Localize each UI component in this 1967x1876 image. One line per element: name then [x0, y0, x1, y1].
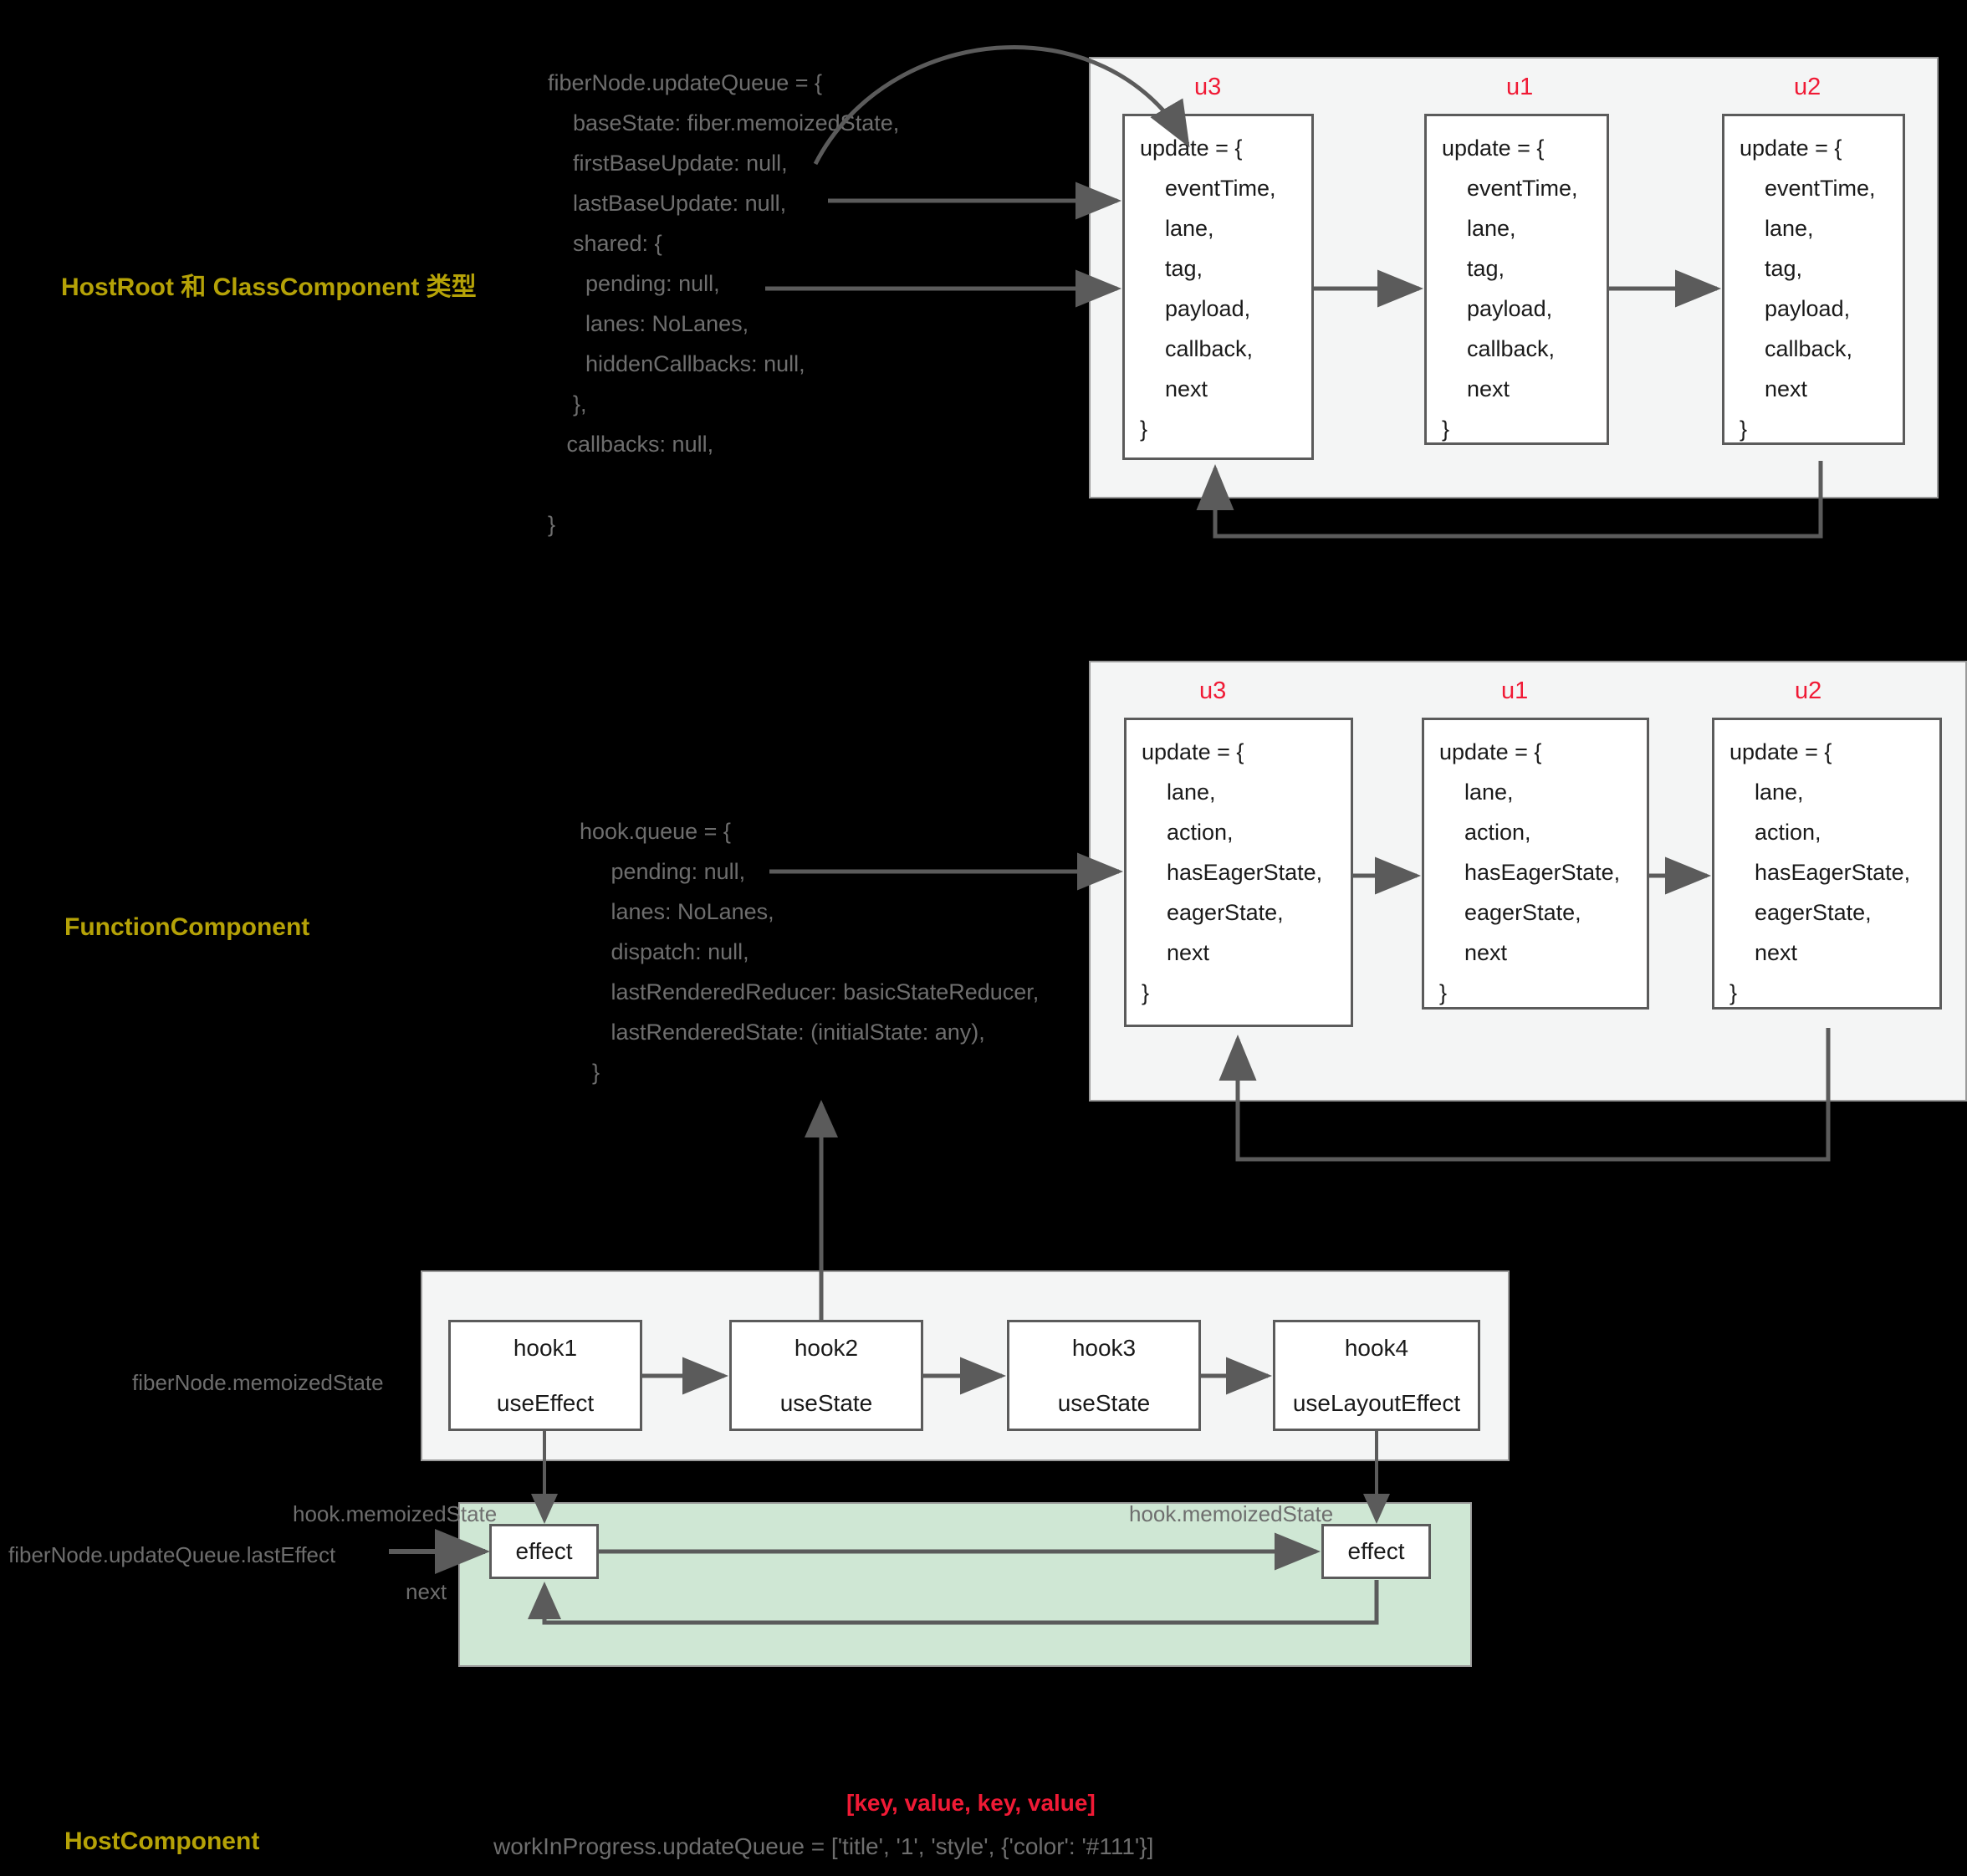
update-box-u3-hook[interactable]: update = { lane, action, hasEagerState, …: [1124, 718, 1353, 1027]
update-tag-u1-hook: u1: [1501, 677, 1529, 704]
hook-box-1-type: useEffect: [496, 1389, 595, 1416]
effect-box-1[interactable]: effect: [489, 1524, 599, 1579]
effect-box-2[interactable]: effect: [1321, 1524, 1431, 1579]
code-hook-queue: hook.queue = { pending: null, lanes: NoL…: [580, 819, 1040, 1085]
update-box-u1-hook[interactable]: update = { lane, action, hasEagerState, …: [1422, 718, 1649, 1010]
hook-box-3[interactable]: hook3 useState: [1007, 1320, 1201, 1431]
update-box-u1-class[interactable]: update = { eventTime, lane, tag, payload…: [1424, 114, 1609, 445]
section-label-hostcomponent: HostComponent: [64, 1827, 260, 1855]
annotation-hook-memoizedstate-right: hook.memoizedState: [1129, 1501, 1334, 1526]
annotation-hook-memoizedstate-left: hook.memoizedState: [293, 1501, 498, 1526]
update-tag-u2-hook: u2: [1795, 677, 1822, 704]
code-fiber-update-queue: fiberNode.updateQueue = { baseState: fib…: [548, 70, 900, 537]
update-tag-u3-class: u3: [1194, 74, 1222, 100]
update-tag-u3-hook: u3: [1199, 677, 1227, 704]
hook-box-2-type: useState: [779, 1389, 873, 1416]
section-label-functioncomponent: FunctionComponent: [64, 913, 310, 941]
annotation-fibernode-memoizedstate: fiberNode.memoizedState: [132, 1370, 384, 1395]
host-updatequeue-text: workInProgress.updateQueue = ['title', '…: [493, 1833, 1154, 1859]
update-box-u2-hook[interactable]: update = { lane, action, hasEagerState, …: [1712, 718, 1942, 1010]
update-box-u3-class[interactable]: update = { eventTime, lane, tag, payload…: [1122, 114, 1314, 460]
hook-box-1[interactable]: hook1 useEffect: [448, 1320, 642, 1431]
section-label-hostroot: HostRoot 和 ClassComponent 类型: [61, 273, 477, 301]
update-tag-u1-class: u1: [1506, 74, 1534, 100]
hook-box-2[interactable]: hook2 useState: [729, 1320, 923, 1431]
hook-box-4-type: useLayoutEffect: [1292, 1389, 1461, 1416]
hook-box-2-name: hook2: [794, 1334, 859, 1361]
hook-box-3-name: hook3: [1071, 1334, 1137, 1361]
annotation-fibernode-lasteffect: fiberNode.updateQueue.lastEffect: [8, 1542, 336, 1567]
update-tag-u2-class: u2: [1794, 74, 1821, 100]
hook-box-4-name: hook4: [1344, 1334, 1409, 1361]
update-box-u2-class[interactable]: update = { eventTime, lane, tag, payload…: [1722, 114, 1905, 445]
host-key-value-text: [key, value, key, value]: [846, 1790, 1096, 1816]
hook-box-3-type: useState: [1057, 1389, 1151, 1416]
hook-box-1-name: hook1: [513, 1334, 578, 1361]
hook-box-4[interactable]: hook4 useLayoutEffect: [1273, 1320, 1480, 1431]
annotation-next: next: [406, 1579, 447, 1604]
